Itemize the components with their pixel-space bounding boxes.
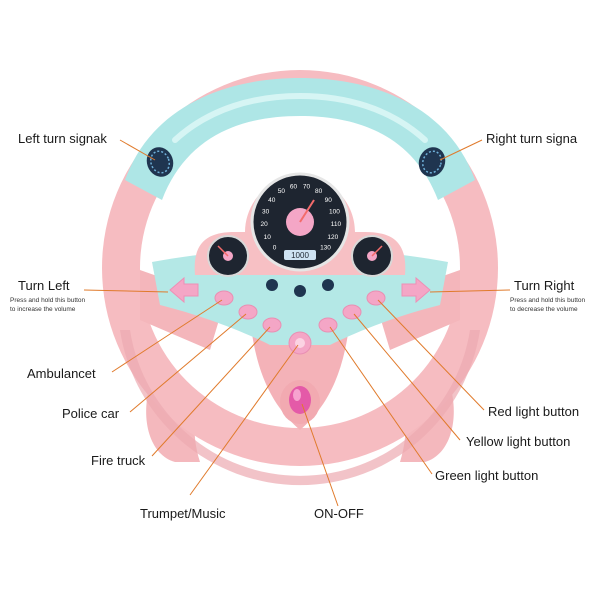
- label-turn-left: Turn Left: [18, 278, 70, 293]
- speedometer-tick-label: 90: [325, 197, 333, 204]
- indicator-light: [294, 285, 306, 297]
- police-car-button[interactable]: [238, 304, 258, 320]
- label-green-light-button: Green light button: [435, 468, 539, 483]
- left-turn-signal-lens: [149, 150, 171, 174]
- speedometer-tick-label: 80: [315, 188, 323, 195]
- right-gauge: [351, 235, 393, 277]
- left-turn-signal-light[interactable]: [143, 143, 178, 180]
- speedometer-tick-label: 40: [268, 197, 276, 204]
- label-turn-left-note-2: to increase the volume: [10, 306, 76, 313]
- left-gauge: [207, 235, 249, 277]
- speedometer-tick-label: 0: [273, 245, 277, 252]
- label-on-off: ON-OFF: [314, 506, 364, 521]
- label-police-car: Police car: [62, 406, 120, 421]
- speedometer-tick-label: 50: [278, 188, 286, 195]
- speedometer-tick-label: 130: [320, 245, 331, 252]
- label-ambulance: Ambulancet: [27, 366, 96, 381]
- right-turn-signal-lens: [421, 150, 443, 174]
- speedometer-tick-label: 30: [262, 208, 270, 215]
- turn-left-button[interactable]: [169, 276, 199, 304]
- fire-truck-button[interactable]: [262, 317, 282, 333]
- speedometer-tick-label: 60: [290, 184, 298, 191]
- label-fire-truck: Fire truck: [91, 453, 146, 468]
- wheel-spoke-lower: [250, 320, 350, 430]
- label-turn-right-note-1: Press and hold this button: [510, 297, 586, 304]
- speedometer-tick-label: 20: [260, 221, 268, 228]
- label-trumpet-music: Trumpet/Music: [140, 506, 226, 521]
- speedometer-tick-label: 70: [303, 184, 311, 191]
- speedometer-tick-label: 100: [329, 208, 340, 215]
- indicator-light: [266, 279, 278, 291]
- on-off-switch[interactable]: [289, 386, 311, 414]
- odometer-value: 1000: [291, 251, 309, 260]
- green-light-button[interactable]: [318, 317, 338, 333]
- label-right-turn-signal: Right turn signa: [486, 131, 578, 146]
- on-off-switch-highlight: [293, 389, 301, 401]
- yellow-light-button[interactable]: [342, 304, 362, 320]
- wheel-top-grip: [125, 78, 475, 200]
- speedometer-tick-label: 120: [327, 234, 338, 241]
- label-left-turn-signal: Left turn signak: [18, 131, 107, 146]
- label-turn-right: Turn Right: [514, 278, 575, 293]
- indicator-light: [322, 279, 334, 291]
- label-turn-right-note-2: to decrease the volume: [510, 306, 578, 313]
- speedometer-tick-label: 110: [331, 221, 342, 228]
- leader-lines: [83, 139, 511, 507]
- speedometer-tick-label: 10: [264, 234, 272, 241]
- red-light-button[interactable]: [366, 290, 386, 306]
- turn-right-button[interactable]: [401, 276, 431, 304]
- label-yellow-light-button: Yellow light button: [466, 434, 571, 449]
- odometer-display: [284, 250, 316, 260]
- wheel-top-grip-highlight: [172, 92, 428, 143]
- label-red-light-button: Red light button: [488, 404, 580, 419]
- label-turn-left-note-1: Press and hold this button: [10, 297, 86, 304]
